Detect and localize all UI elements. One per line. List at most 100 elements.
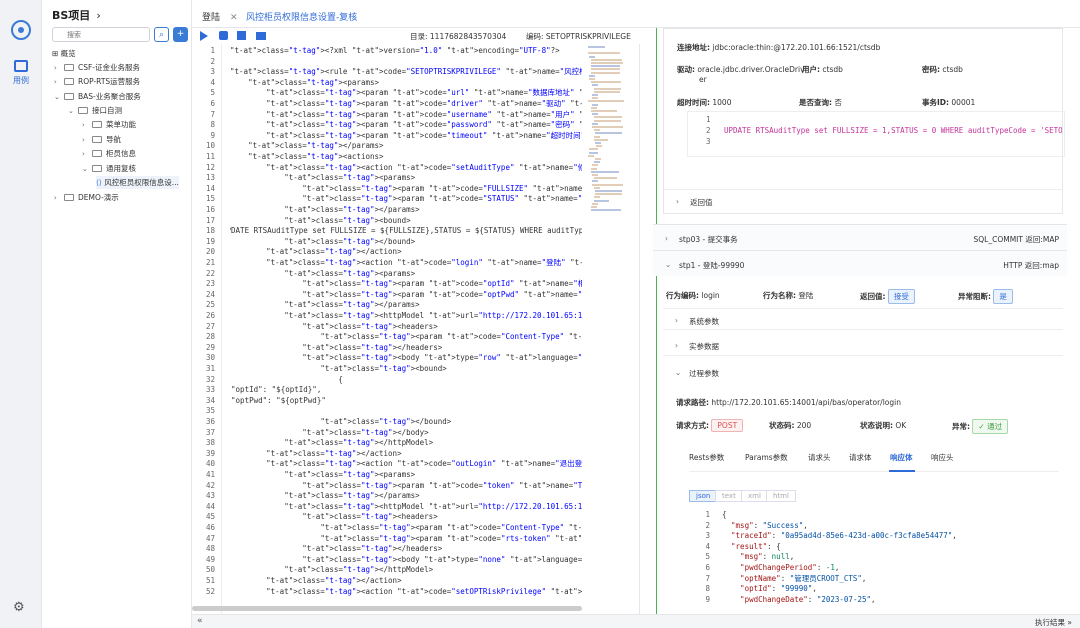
code-token: "t-tag" bbox=[324, 247, 357, 257]
app-logo-icon[interactable] bbox=[11, 20, 31, 40]
section-real-data[interactable]: › 实参数据 bbox=[663, 334, 1063, 356]
chevron-right-icon[interactable]: › bbox=[54, 194, 57, 202]
code-token: "t-tag" bbox=[360, 480, 393, 490]
tree-item[interactable]: ›ROP-RTS运营服务 bbox=[54, 75, 140, 88]
tab-params[interactable]: Params参数 bbox=[745, 453, 788, 462]
section-system-params[interactable]: › 系统参数 bbox=[663, 308, 1063, 330]
chevron-down-icon[interactable]: ⌄ bbox=[54, 93, 60, 101]
tree-item[interactable]: ⊞ 概览 bbox=[52, 47, 76, 60]
code-token: "t-at" bbox=[266, 247, 294, 257]
chevron-right-icon[interactable]: › bbox=[82, 150, 85, 158]
chevron-right-icon[interactable]: › bbox=[54, 78, 57, 86]
chevron-down-icon[interactable]: ⌄ bbox=[68, 107, 74, 115]
tree-item-label: 概览 bbox=[60, 49, 76, 58]
action-code-label: 行为编码: bbox=[666, 291, 699, 300]
code-token: "Content-Type" bbox=[500, 332, 565, 342]
close-icon[interactable]: ✕ bbox=[230, 13, 238, 23]
exception-value: 通过 bbox=[987, 422, 1003, 431]
tab-login[interactable]: 登陆✕ bbox=[202, 10, 238, 23]
sql-viewer[interactable]: 1 2 3 UPDATE RTSAuditType set FULLSIZE =… bbox=[687, 111, 1065, 157]
code-content[interactable]: "t-at">class="t-tag"><?xml "t-at">versio… bbox=[230, 44, 582, 614]
chevron-down-icon[interactable]: ⌄ bbox=[82, 165, 88, 173]
debug-icon[interactable] bbox=[219, 31, 228, 40]
tree-item[interactable]: ⌄接口自测 bbox=[68, 104, 122, 117]
tree-search-input[interactable] bbox=[52, 27, 150, 42]
tree-item[interactable]: ⌄BAS-业务聚合服务 bbox=[54, 90, 141, 103]
code-token: "username" bbox=[446, 109, 492, 119]
json-colon: : bbox=[816, 563, 826, 572]
search-button[interactable]: ⌕ bbox=[154, 27, 169, 42]
chevron-right-icon[interactable]: › bbox=[82, 121, 85, 129]
chevron-right-icon[interactable]: › bbox=[54, 64, 57, 72]
code-token: "t-at" bbox=[392, 88, 420, 98]
json-line-number: 3 bbox=[705, 531, 710, 541]
line-number: 16 bbox=[205, 205, 215, 214]
tree-item-label: DEMO-演示 bbox=[78, 193, 119, 202]
minimap-line bbox=[593, 129, 600, 132]
minimap-line bbox=[589, 55, 596, 58]
tree-item[interactable]: ›CSF-证金业务服务 bbox=[54, 61, 140, 74]
code-token: "t-tag" bbox=[379, 523, 411, 532]
format-html[interactable]: html bbox=[766, 490, 796, 502]
code-token: "json" bbox=[577, 353, 582, 363]
minimap-line bbox=[593, 196, 600, 199]
chevron-right-icon[interactable]: › bbox=[82, 136, 85, 144]
line-number: 40 bbox=[205, 459, 215, 469]
code-token: "t-at" bbox=[496, 109, 524, 119]
code-token: "t-tag" bbox=[342, 205, 375, 214]
execution-results-toggle[interactable]: 执行结果 » bbox=[1035, 618, 1072, 627]
code-token: "t-at" bbox=[320, 417, 348, 426]
tab-response-body[interactable]: 响应体 bbox=[890, 453, 913, 462]
tab-risk-privilege[interactable]: 风控柜员权限信息设置-复核 bbox=[246, 10, 357, 23]
section-process-params[interactable]: ⌄ 过程参数 bbox=[663, 361, 1063, 383]
tab-response-headers[interactable]: 响应头 bbox=[931, 453, 954, 462]
tree-item[interactable]: ⌄通用复核 bbox=[82, 162, 136, 175]
code-token: "FULLSIZE" bbox=[482, 183, 529, 193]
project-title[interactable]: BS项目› bbox=[52, 7, 101, 23]
tx-value: 00001 bbox=[951, 98, 976, 107]
code-token: "t-at" bbox=[284, 438, 312, 448]
deploy-icon[interactable] bbox=[256, 32, 266, 40]
code-token: "超时时间" bbox=[546, 130, 582, 140]
tree-item[interactable]: ›菜单功能 bbox=[82, 118, 136, 131]
step-stp03[interactable]: › stp03 - 提交事务 SQL_COMMIT 返回:MAP bbox=[653, 224, 1067, 250]
add-button[interactable]: + bbox=[173, 27, 188, 42]
line-number: 47 bbox=[205, 533, 215, 543]
json-comma: , bbox=[803, 520, 808, 530]
minimap-line bbox=[588, 154, 594, 157]
horizontal-scrollbar[interactable] bbox=[192, 606, 582, 611]
code-token: "t-tag" bbox=[360, 353, 393, 363]
minimap-line bbox=[595, 132, 622, 135]
code-token: "柜员密码" bbox=[577, 289, 582, 299]
collapse-panel-button[interactable]: « bbox=[197, 616, 203, 626]
save-icon[interactable] bbox=[237, 31, 246, 40]
code-token: "t-at" bbox=[284, 268, 312, 278]
run-icon[interactable] bbox=[200, 31, 208, 41]
format-json[interactable]: json bbox=[689, 490, 718, 502]
tree-item[interactable]: ›导航 bbox=[82, 133, 121, 146]
settings-gear-icon[interactable]: ⚙ bbox=[13, 600, 25, 615]
tree-item[interactable]: › DEMO-演示 bbox=[54, 191, 119, 204]
step-stp1[interactable]: ⌄ stp1 - 登陆-99990 HTTP 返回:map bbox=[653, 250, 1067, 276]
tree-item[interactable]: ⟨⟩ 风控柜员权限信息设... bbox=[96, 176, 179, 189]
tab-request-body[interactable]: 请求体 bbox=[849, 453, 872, 462]
code-token: "t-tag" bbox=[324, 88, 357, 98]
code-token: "t-at" bbox=[568, 332, 582, 342]
format-xml[interactable]: xml bbox=[741, 490, 768, 502]
status-desc-value: OK bbox=[895, 421, 907, 430]
tx-row: 事务ID: 00001 bbox=[922, 97, 975, 108]
return-value-section[interactable]: › 返回值 bbox=[664, 189, 1062, 211]
nav-test-cases[interactable]: 用例 bbox=[4, 60, 38, 86]
json-indent bbox=[722, 531, 731, 540]
format-text[interactable]: text bbox=[715, 490, 743, 502]
tab-request-headers[interactable]: 请求头 bbox=[808, 453, 831, 462]
minimap[interactable] bbox=[588, 46, 636, 612]
tab-rests-params[interactable]: Rests参数 bbox=[689, 453, 725, 462]
response-json-viewer[interactable]: 1{2 "msg": "Success",3 "traceId": "0a95a… bbox=[676, 508, 1056, 614]
tree-item[interactable]: ›柜员信息 bbox=[82, 147, 136, 160]
code-token: "t-at" bbox=[397, 162, 425, 172]
code-line: "t-at">class="t-tag"></headers> bbox=[302, 342, 443, 352]
code-line: "t-at">class="t-tag"><param "t-at">code=… bbox=[230, 481, 582, 492]
